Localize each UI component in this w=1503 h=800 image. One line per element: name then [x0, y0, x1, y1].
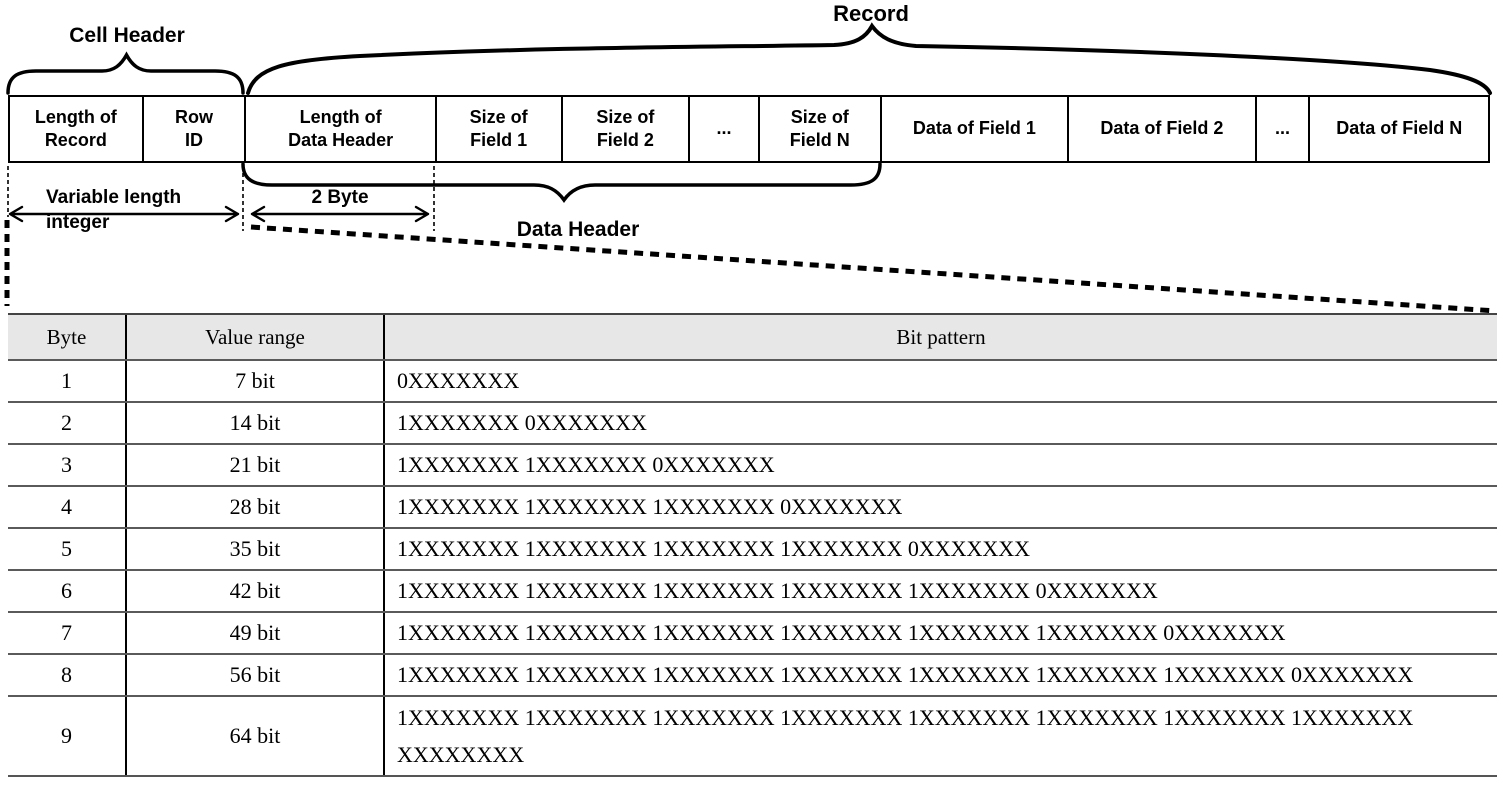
- table-row: 5 35 bit 1XXXXXXX 1XXXXXXX 1XXXXXXX 1XXX…: [8, 527, 1497, 569]
- bit-pattern: 1XXXXXXX 1XXXXXXX 1XXXXXXX 1XXXXXXX 0XXX…: [383, 529, 1497, 569]
- byte-value: 1: [61, 368, 72, 393]
- table-header-row: Byte Value range Bit pattern: [8, 315, 1497, 359]
- byte-value: 2: [61, 410, 72, 435]
- cell-length-of-data-header: Length of Data Header: [244, 97, 434, 161]
- bit-pattern: 1XXXXXXX 0XXXXXXX: [383, 403, 1497, 443]
- bit-pattern-line1: 1XXXXXXX 1XXXXXXX 1XXXXXXX 1XXXXXXX 1XXX…: [397, 705, 1414, 730]
- cell-size-of-field-n: Size of Field N: [757, 97, 880, 161]
- cell-header-brace: [6, 51, 245, 95]
- bit-pattern: 1XXXXXXX 1XXXXXXX 1XXXXXXX 1XXXXXXX 1XXX…: [383, 697, 1497, 775]
- value-range: 28 bit: [125, 487, 383, 527]
- table-row: 8 56 bit 1XXXXXXX 1XXXXXXX 1XXXXXXX 1XXX…: [8, 653, 1497, 695]
- record-brace: [246, 22, 1492, 95]
- cell-size-of-field-2: Size of Field 2: [560, 97, 689, 161]
- byte-value: 4: [61, 494, 72, 519]
- variable-length-integer-label-line1: Variable length: [46, 187, 182, 208]
- cell-ellipsis-data: ...: [1254, 97, 1309, 161]
- value-range: 42 bit: [125, 571, 383, 611]
- bit-pattern: 1XXXXXXX 1XXXXXXX 1XXXXXXX 1XXXXXXX 1XXX…: [383, 613, 1497, 653]
- cell-data-of-field-2: Data of Field 2: [1067, 97, 1254, 161]
- record-byte-layout-row: Length of Record Row ID Length of Data H…: [8, 95, 1490, 163]
- cell-data-of-field-n: Data of Field N: [1308, 97, 1488, 161]
- column-header-bit-pattern: Bit pattern: [383, 315, 1497, 359]
- byte-value: 8: [61, 662, 72, 687]
- data-header-label: Data Header: [516, 218, 640, 241]
- byte-value: 7: [61, 620, 72, 645]
- variable-length-integer-label-line2: integer: [46, 212, 110, 233]
- byte-value: 5: [61, 536, 72, 561]
- value-range: 64 bit: [125, 697, 383, 775]
- bit-pattern: 1XXXXXXX 1XXXXXXX 1XXXXXXX 1XXXXXXX 1XXX…: [383, 571, 1497, 611]
- projection-dashed-diagonal: [250, 224, 1497, 314]
- varint-encoding-table: Byte Value range Bit pattern 1 7 bit 0XX…: [8, 313, 1497, 777]
- value-range: 14 bit: [125, 403, 383, 443]
- cell-header-label: Cell Header: [69, 24, 185, 47]
- value-range: 49 bit: [125, 613, 383, 653]
- bit-pattern: 0XXXXXXX: [383, 361, 1497, 401]
- bit-pattern: 1XXXXXXX 1XXXXXXX 1XXXXXXX 1XXXXXXX 1XXX…: [383, 655, 1497, 695]
- cell-row-id: Row ID: [141, 97, 245, 161]
- value-range: 56 bit: [125, 655, 383, 695]
- table-row: 7 49 bit 1XXXXXXX 1XXXXXXX 1XXXXXXX 1XXX…: [8, 611, 1497, 653]
- byte-value: 6: [61, 578, 72, 603]
- cell-length-of-record: Length of Record: [34, 106, 117, 150]
- column-header-value-range: Value range: [125, 315, 383, 359]
- bit-pattern-line2: XXXXXXXX: [397, 742, 525, 767]
- value-range: 21 bit: [125, 445, 383, 485]
- table-row: 3 21 bit 1XXXXXXX 1XXXXXXX 0XXXXXXX: [8, 443, 1497, 485]
- value-range: 35 bit: [125, 529, 383, 569]
- column-header-byte: Byte: [46, 324, 87, 349]
- two-byte-arrow: [250, 205, 430, 223]
- cell-data-of-field-1: Data of Field 1: [879, 97, 1067, 161]
- table-row: 4 28 bit 1XXXXXXX 1XXXXXXX 1XXXXXXX 0XXX…: [8, 485, 1497, 527]
- bit-pattern: 1XXXXXXX 1XXXXXXX 1XXXXXXX 0XXXXXXX: [383, 487, 1497, 527]
- byte-value: 9: [61, 723, 72, 748]
- table-row: 9 64 bit 1XXXXXXX 1XXXXXXX 1XXXXXXX 1XXX…: [8, 695, 1497, 775]
- bit-pattern: 1XXXXXXX 1XXXXXXX 0XXXXXXX: [383, 445, 1497, 485]
- table-row: 1 7 bit 0XXXXXXX: [8, 359, 1497, 401]
- two-byte-label: 2 Byte: [311, 187, 369, 208]
- cell-ellipsis-sizes: ...: [688, 97, 758, 161]
- cell-size-of-field-1: Size of Field 1: [434, 97, 561, 161]
- table-row: 6 42 bit 1XXXXXXX 1XXXXXXX 1XXXXXXX 1XXX…: [8, 569, 1497, 611]
- byte-value: 3: [61, 452, 72, 477]
- record-structure-diagram: Cell Header Record Data Header Variable …: [0, 0, 1503, 315]
- record-label: Record: [833, 1, 909, 26]
- variable-length-arrow: [8, 205, 240, 223]
- table-row: 2 14 bit 1XXXXXXX 0XXXXXXX: [8, 401, 1497, 443]
- value-range: 7 bit: [125, 361, 383, 401]
